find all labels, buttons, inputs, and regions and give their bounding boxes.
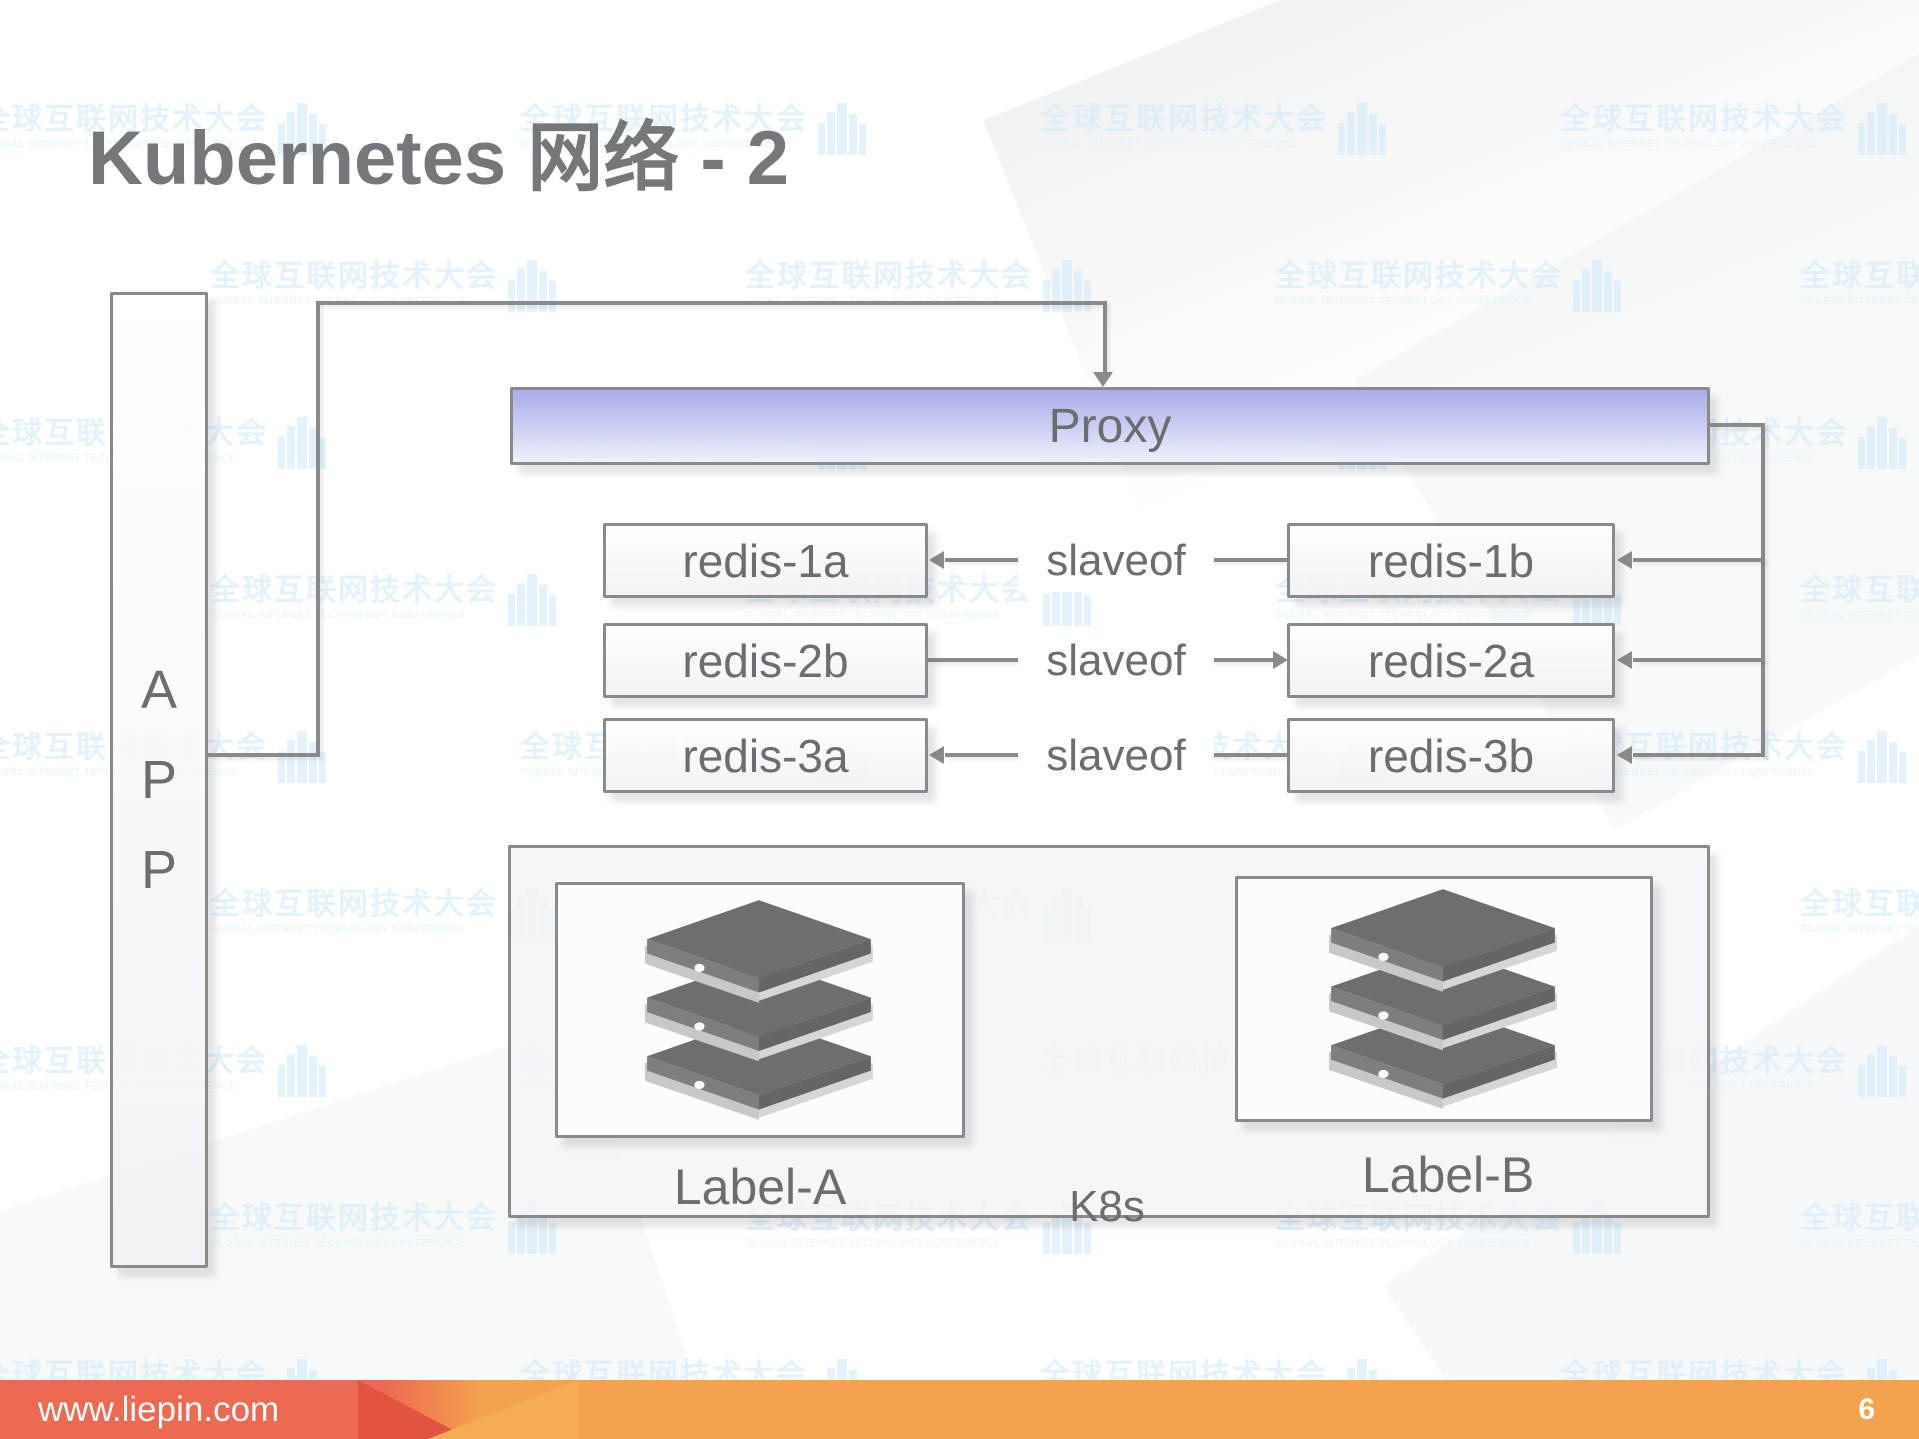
slaveof-label: slaveof — [1018, 530, 1214, 592]
redis-node: redis-3b — [1287, 718, 1615, 793]
label-b-caption: Label-B — [1361, 1147, 1535, 1203]
arrowhead-left-icon — [1617, 651, 1632, 669]
connector-line-proxy — [1710, 423, 1765, 427]
arrowhead-right-icon — [1273, 651, 1288, 669]
redis-node: redis-1a — [603, 523, 928, 598]
slaveof-label: slaveof — [1018, 630, 1214, 692]
connector-line-proxy — [1633, 558, 1765, 562]
app-letter: P — [140, 840, 178, 900]
server-stack-icon — [645, 900, 873, 1120]
footer-facet — [428, 1380, 578, 1439]
footer-url: www.liepin.com — [38, 1389, 280, 1429]
redis-node: redis-2a — [1287, 623, 1615, 698]
k8s-caption: K8s — [1069, 1182, 1145, 1231]
app-node: A P P — [110, 292, 208, 1268]
server-stack-icon — [1329, 889, 1557, 1109]
connector-line-proxy — [1761, 423, 1765, 757]
proxy-label: Proxy — [1048, 399, 1172, 453]
connector-line-app — [316, 301, 1107, 305]
arrowhead-left-icon — [1617, 551, 1632, 569]
label-a-group-box — [555, 882, 965, 1138]
connector-line-proxy — [1633, 658, 1765, 662]
app-letter: A — [140, 660, 178, 720]
label-b-group-box — [1235, 876, 1653, 1122]
redis-node: redis-2b — [603, 623, 928, 698]
arrowhead-left-icon — [929, 551, 944, 569]
label-a-caption: Label-A — [673, 1159, 847, 1215]
arrowhead-left-icon — [1617, 746, 1632, 764]
proxy-node: Proxy — [510, 387, 1710, 465]
page-title: Kubernetes 网络 - 2 — [88, 116, 790, 201]
arrowhead-left-icon — [929, 746, 944, 764]
app-letter: P — [140, 750, 178, 810]
redis-node: redis-3a — [603, 718, 928, 793]
connector-line-proxy — [1633, 753, 1765, 757]
footer-bar: www.liepin.com 6 — [0, 1380, 1919, 1439]
connector-line-app — [1103, 301, 1107, 373]
redis-node: redis-1b — [1287, 523, 1615, 598]
slaveof-label: slaveof — [1018, 725, 1214, 787]
arrowhead-down-icon — [1093, 372, 1113, 387]
connector-line-app — [316, 301, 320, 757]
connector-line-app — [208, 753, 318, 757]
page-number: 6 — [1858, 1392, 1875, 1426]
